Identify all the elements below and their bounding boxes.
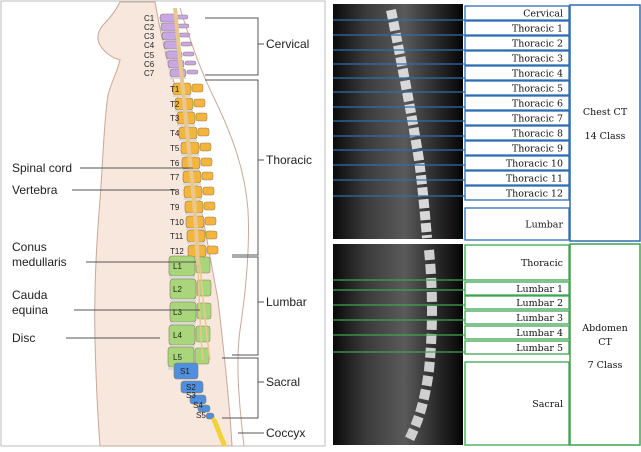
conus-label-line2: medullaris (12, 255, 67, 269)
vertebra-label-c3: C3 (144, 32, 155, 41)
lumbar-region-label: Lumbar (266, 295, 307, 309)
cauda-label-line1: Cauda (12, 288, 48, 302)
vertebra-label-l5: L5 (173, 353, 182, 362)
vertebra-process-c6 (185, 61, 196, 65)
sacral-region-label: Sacral (266, 375, 300, 389)
vertebra-process-t2 (194, 99, 205, 107)
chest-label-11: Thoracic 11 (506, 174, 563, 185)
vertebra-process-c1 (177, 15, 188, 19)
vertebra-label-c4: C4 (144, 41, 155, 50)
vertebra-process-t6 (201, 158, 212, 166)
abdomen-label-5: Lumbar 5 (516, 343, 563, 354)
abdomen-label-1: Lumbar 1 (516, 284, 563, 295)
chest-label-1: Thoracic 1 (512, 24, 563, 35)
abdomen-label-2: Lumbar 2 (516, 298, 563, 309)
vertebra-label-l1: L1 (173, 262, 182, 271)
chest-label-10: Thoracic 10 (506, 159, 563, 170)
vertebra-label-t3: T3 (170, 114, 180, 123)
vertebra-label-t1: T1 (170, 85, 180, 94)
vertebra-label-t10: T10 (170, 218, 184, 227)
vertebra-label-t4: T4 (170, 129, 180, 138)
abdomen-label-6: Sacral (532, 399, 563, 410)
vertebra-label-c2: C2 (144, 23, 155, 32)
vertebra-label-t9: T9 (170, 203, 180, 212)
vertebra-label-c7: C7 (144, 69, 155, 78)
vertebra-label-s3: S3 (186, 391, 196, 400)
vertebra-process-c3 (179, 33, 190, 37)
disc-l3 (170, 322, 196, 325)
vertebra-label-l4: L4 (173, 331, 182, 340)
vertebra-label-t6: T6 (170, 159, 180, 168)
vertebra-process-t12 (207, 246, 218, 254)
coccyx-region-label: Coccyx (266, 426, 305, 440)
disc-l2 (170, 299, 196, 302)
thoracic-region-label: Thoracic (266, 153, 312, 167)
vertebra-process-c2 (178, 24, 189, 28)
vertebra-process-c7 (187, 70, 198, 74)
chest-label-7: Thoracic 7 (512, 114, 563, 125)
cervical-region-label: Cervical (266, 37, 309, 51)
conus-label-line1: Conus (12, 240, 47, 254)
vertebra-label-c1: C1 (144, 14, 155, 23)
vertebra-process-t7 (202, 172, 213, 180)
chest-label-8: Thoracic 8 (512, 129, 563, 140)
vertebra-process-t8 (203, 187, 214, 195)
vertebra-label: Vertebra (12, 183, 58, 197)
chest-label-9: Thoracic 9 (512, 144, 563, 155)
vertebra-process-t3 (196, 113, 207, 121)
chest-ct-title: Chest CT (583, 107, 628, 118)
chest-ct-class-count: 14 Class (585, 131, 626, 142)
chest-label-13: Lumbar (525, 220, 563, 231)
vertebra-process-t1 (192, 84, 203, 92)
vertebra-process-t10 (205, 217, 216, 225)
chest-label-4: Thoracic 4 (512, 69, 563, 80)
chest-class-box (570, 5, 640, 241)
vertebra-label-t5: T5 (170, 144, 180, 153)
disc-label: Disc (12, 331, 35, 345)
chest-label-6: Thoracic 6 (512, 99, 563, 110)
vertebra-label-l3: L3 (173, 308, 182, 317)
abdomen-ct-class-count: 7 Class (588, 360, 623, 371)
abdomen-label-4: Lumbar 4 (516, 328, 563, 339)
chest-label-2: Thoracic 2 (512, 39, 563, 50)
vertebra-label-t11: T11 (170, 232, 184, 241)
vertebra-body-c1 (160, 14, 176, 22)
chest-label-5: Thoracic 5 (512, 84, 563, 95)
abdomen-ct-title-line1: Abdomen (581, 323, 628, 334)
vertebra-label-s5: S5 (196, 411, 206, 420)
chest-label-3: Thoracic 3 (512, 54, 563, 65)
vertebra-label-c5: C5 (144, 51, 155, 60)
vertebra-label-t12: T12 (170, 247, 184, 256)
abdomen-ct-scan (333, 244, 463, 445)
spinal-cord-label: Spinal cord (12, 161, 72, 175)
abdomen-label-3: Lumbar 3 (516, 313, 563, 324)
spine-anatomy-diagram: C1C2C3C4C5C6C7T1T2T3T4T5T6T7T8T9T10T11T1… (0, 0, 326, 447)
disc-l1 (169, 276, 195, 279)
abdomen-ct-title-line2: CT (598, 337, 612, 348)
abdomen-label-0: Thoracic (521, 258, 563, 269)
cauda-label-line2: equina (12, 303, 48, 317)
vertebra-process-t5 (200, 143, 211, 151)
chest-label-0: Cervical (523, 9, 563, 20)
vertebra-process-c4 (181, 42, 192, 46)
spine-anatomy-panel: C1C2C3C4C5C6C7T1T2T3T4T5T6T7T8T9T10T11T1… (0, 0, 326, 447)
chest-label-12: Thoracic 12 (506, 189, 563, 200)
vertebra-process-c5 (183, 52, 194, 56)
vertebra-label-t7: T7 (170, 173, 180, 182)
vertebra-process-t11 (206, 231, 217, 239)
vertebra-process-t4 (198, 128, 209, 136)
vertebra-label-l2: L2 (173, 285, 182, 294)
vertebra-label-s1: S1 (180, 367, 190, 376)
vertebra-process-t9 (204, 202, 215, 210)
vertebra-label-t2: T2 (170, 100, 180, 109)
vertebra-label-t8: T8 (170, 188, 180, 197)
vertebra-label-s4: S4 (193, 401, 203, 410)
vertebra-label-c6: C6 (144, 60, 155, 69)
